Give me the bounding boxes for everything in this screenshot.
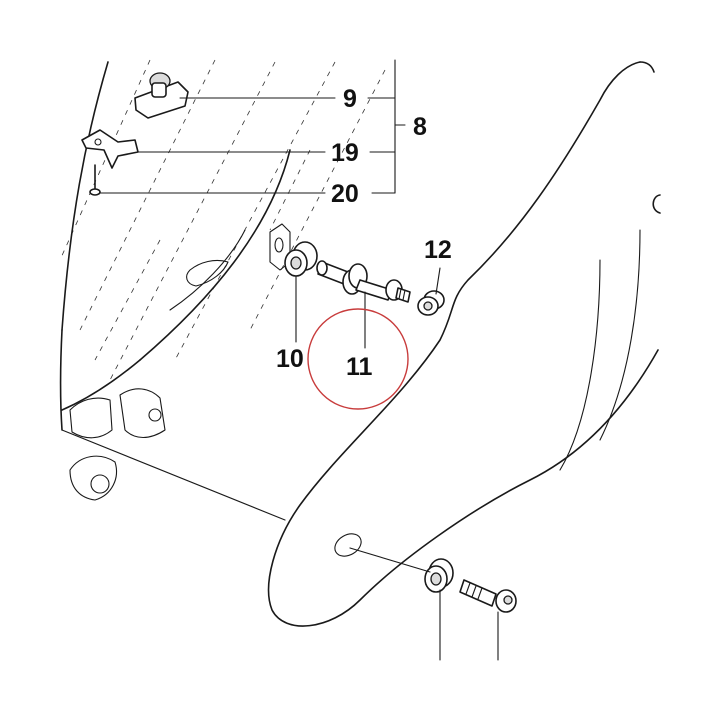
callout-12: 12	[424, 236, 452, 264]
callout-labels: 9 8 19 20 12 10 11	[276, 85, 452, 381]
lower-washer	[424, 558, 454, 593]
part-20-screw	[89, 164, 101, 196]
lower-bolt	[349, 547, 517, 613]
callout-8: 8	[413, 113, 427, 141]
callout-10: 10	[276, 345, 304, 373]
mounting-bracket	[267, 61, 661, 627]
callout-19: 19	[331, 139, 359, 167]
part-10-bushing	[284, 241, 318, 277]
part-9-clip-nut	[134, 72, 189, 119]
part-19-bracket	[81, 129, 139, 169]
part-12-sleeve	[417, 290, 445, 316]
callout-11: 11	[346, 353, 373, 381]
callout-9: 9	[343, 85, 357, 113]
leader-lines	[99, 59, 499, 661]
glass-hatching	[59, 59, 386, 381]
fairing-outline	[59, 61, 291, 521]
callout-20: 20	[331, 180, 359, 208]
part-11-pin	[316, 260, 411, 303]
highlight-circle	[307, 308, 409, 410]
